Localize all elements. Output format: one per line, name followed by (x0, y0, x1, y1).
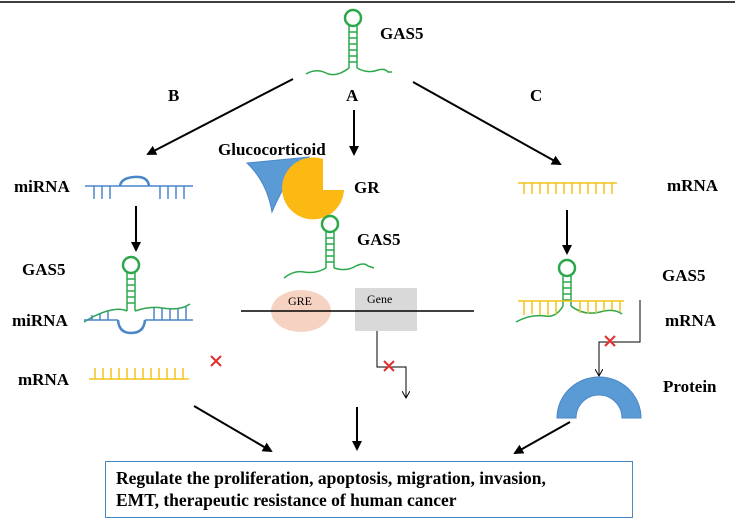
b-mirna-top-label: miRNA (14, 177, 70, 196)
c-protein-label: Protein (663, 377, 717, 396)
protein-icon (556, 376, 642, 419)
arrow-to-pathway-c (412, 81, 562, 165)
c-translation-arrow (599, 300, 641, 375)
a-glucocorticoid-label: Glucocorticoid (218, 140, 326, 159)
a-gas5-label: GAS5 (357, 230, 400, 249)
top-gas5-label: GAS5 (380, 24, 423, 43)
gene-element-icon (355, 288, 417, 331)
a-gr-label: GR (354, 178, 380, 197)
b-gas5-label: GAS5 (22, 260, 65, 279)
b-mrna-label: mRNA (18, 370, 70, 389)
summary-box: Regulate the proliferation, apoptosis, m… (105, 461, 633, 518)
c-mrna-bottom-label: mRNA (665, 311, 717, 330)
c-mrna-strand-icon (518, 182, 617, 194)
b-gas5-hairpin-icon (83, 255, 191, 323)
b-bound-mirna-icon (84, 306, 193, 335)
b-inhibition-x-icon (210, 355, 222, 367)
top-gas5-hairpin-icon (305, 8, 392, 76)
b-mirna-strand-icon (85, 175, 193, 199)
b-mrna-strand-icon (89, 368, 189, 380)
a-gas5-hairpin-icon (283, 214, 375, 279)
a-gre-label: GRE (288, 294, 312, 308)
c-arrow-to-summary (513, 421, 571, 454)
b-mirna-bottom-label: miRNA (12, 311, 68, 330)
summary-line-2: EMT, therapeutic resistance of human can… (116, 490, 457, 510)
gr-receptor-icon (282, 157, 344, 220)
c-bound-mrna-icon (518, 300, 624, 316)
c-gas5-label: GAS5 (662, 266, 705, 285)
c-mrna-top-label: mRNA (667, 176, 719, 195)
a-transcription-arrow (376, 331, 406, 397)
pathway-b-label: B (168, 86, 179, 105)
arrow-to-pathway-b (146, 78, 294, 155)
a-inhibition-x-icon (383, 360, 395, 372)
pathway-c-label: C (530, 86, 542, 105)
b-arrow-to-summary (193, 405, 273, 453)
pathway-a-label: A (346, 86, 359, 105)
a-gene-label: Gene (367, 292, 392, 306)
summary-line-1: Regulate the proliferation, apoptosis, m… (116, 468, 546, 488)
c-inhibition-x-icon (604, 335, 616, 347)
